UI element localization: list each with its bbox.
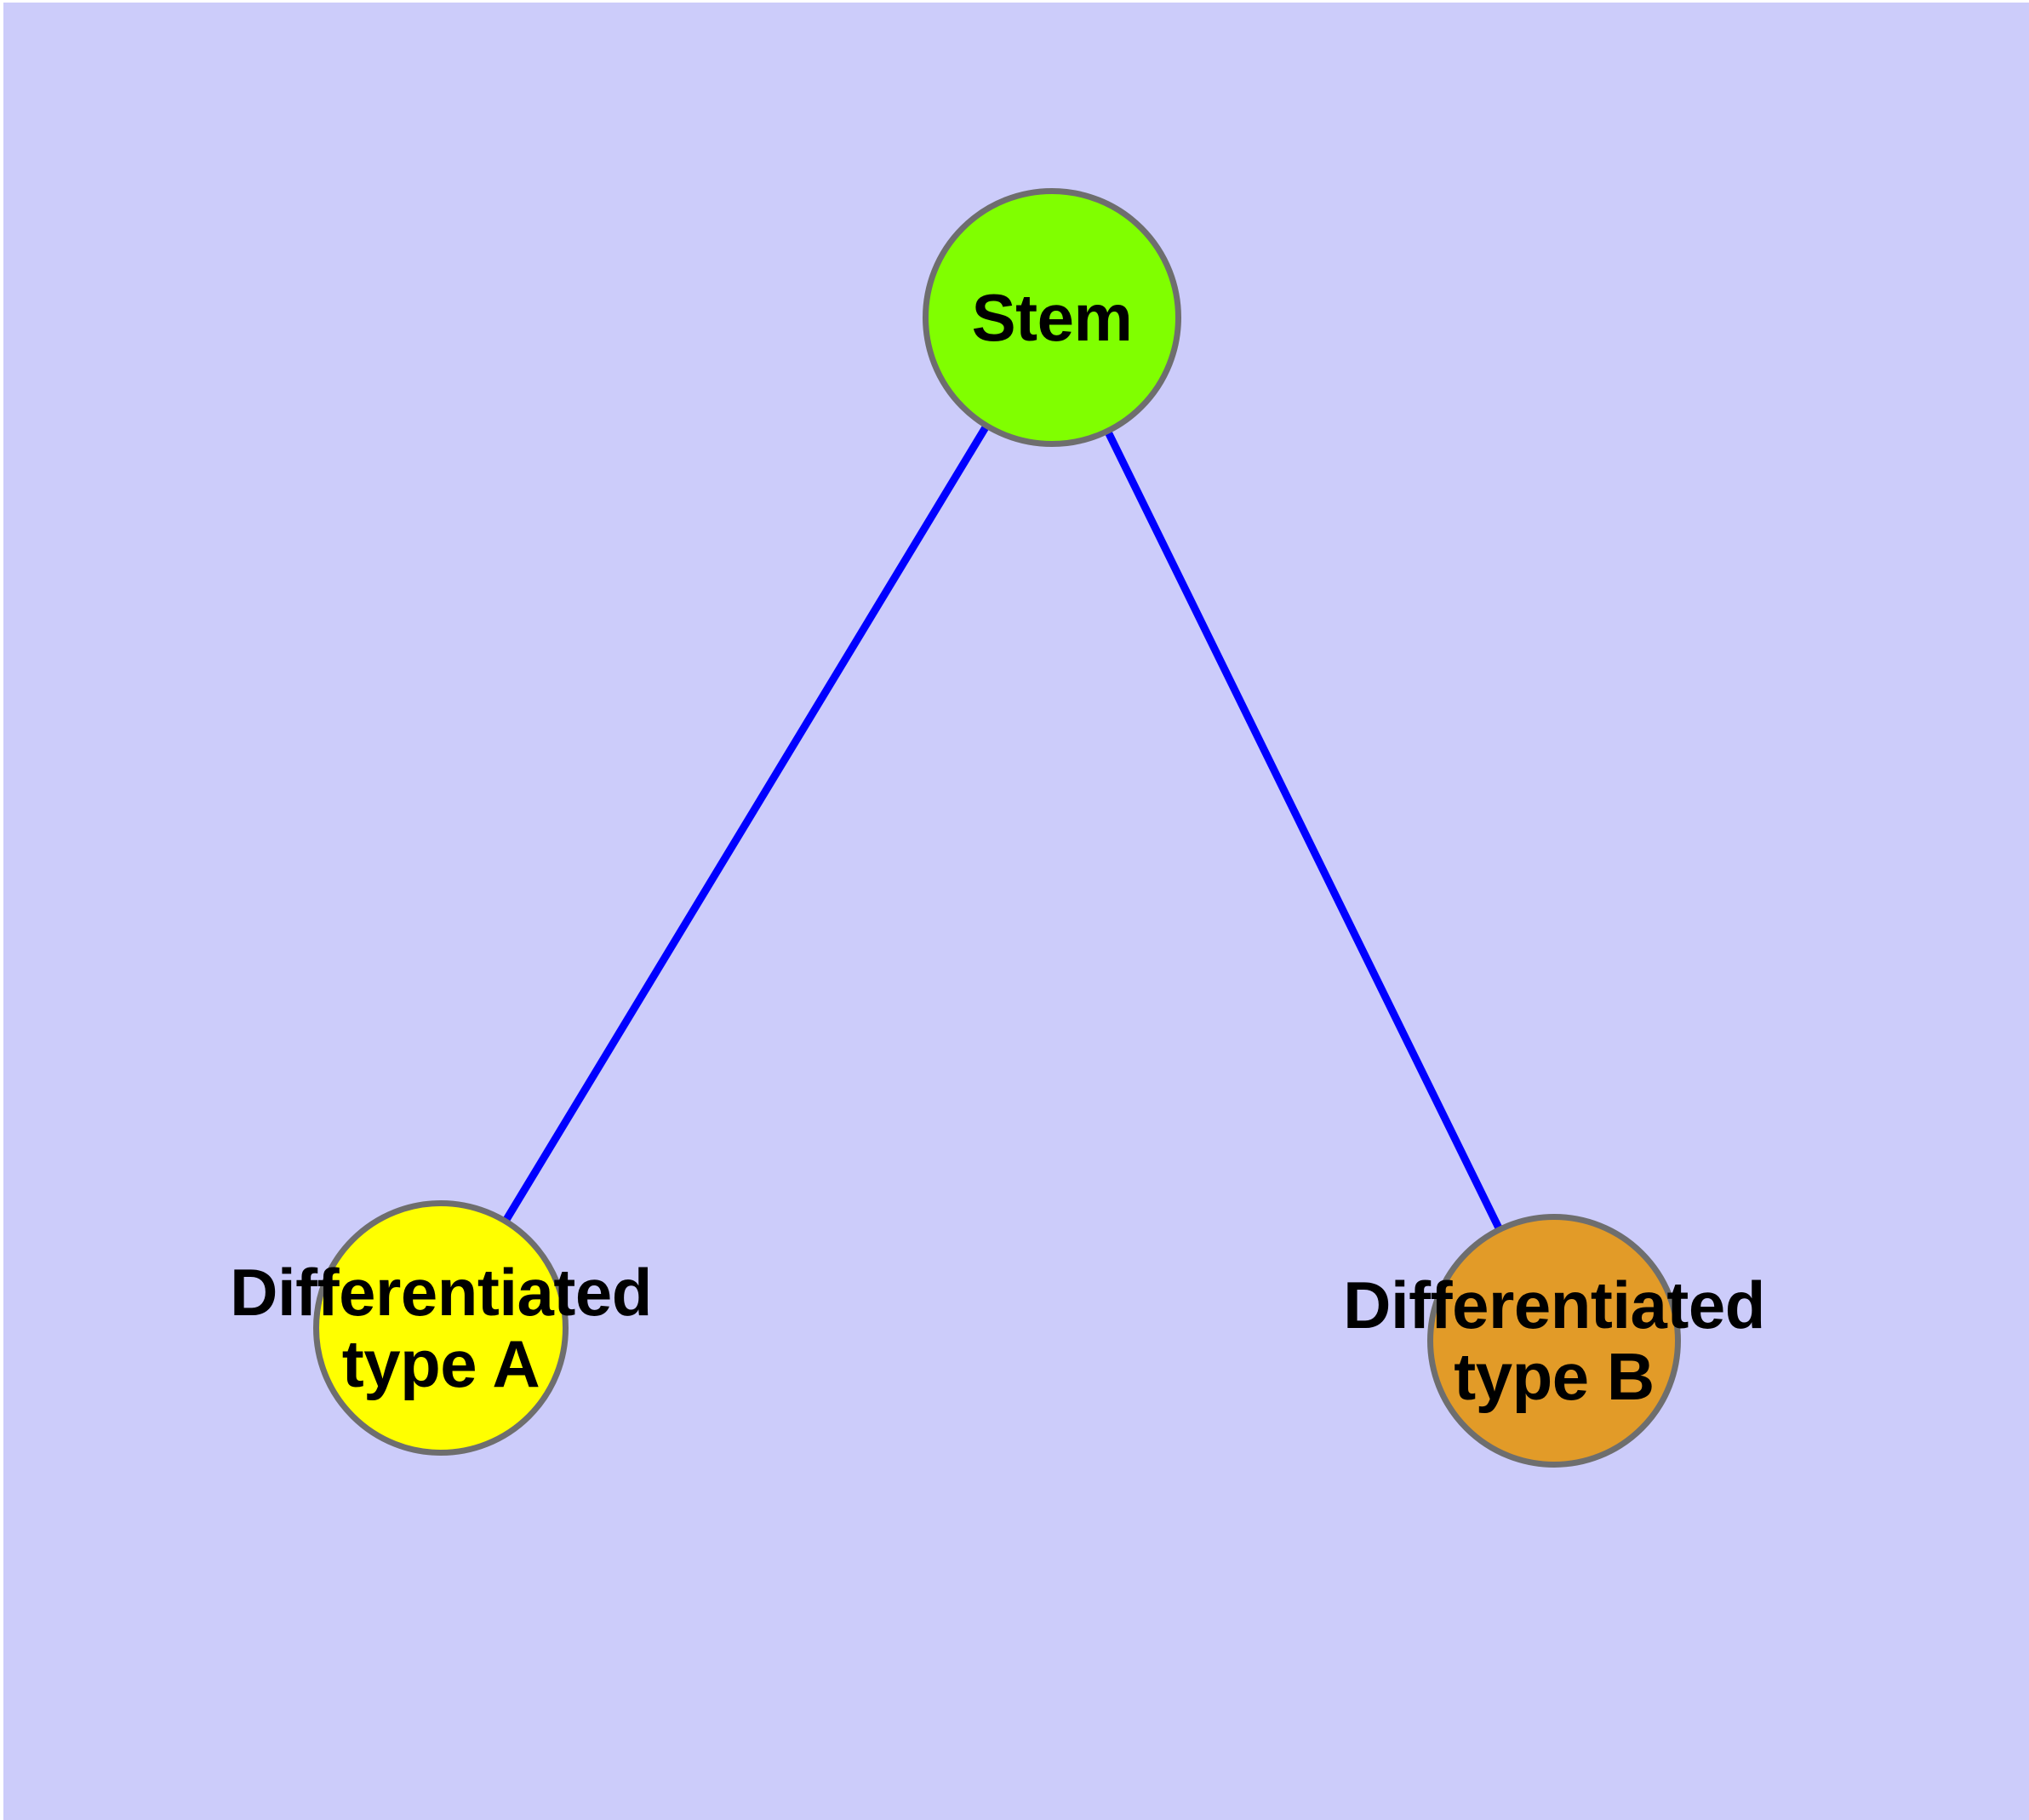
edge-layer [500,421,1505,1233]
graph-node-stem[interactable] [923,188,1181,447]
graph-node-diff_b[interactable] [1427,1214,1681,1468]
graph-edge-stem-diff_a [500,421,992,1226]
graph-node-diff_a[interactable] [313,1200,569,1456]
node-layer [313,188,1681,1468]
graph-edge-stem-diff_b [1103,427,1505,1233]
